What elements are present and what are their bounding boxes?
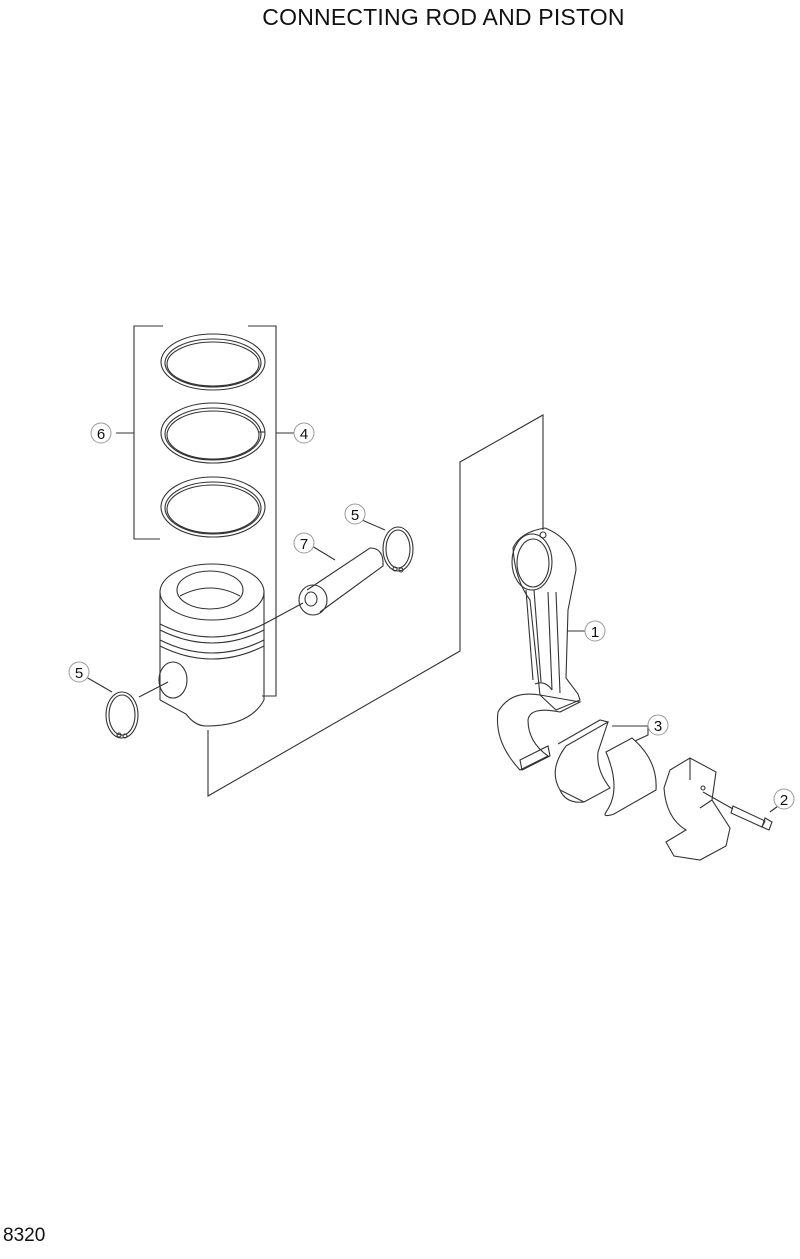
bearing-cap — [663, 757, 731, 861]
page-title: CONNECTING ROD AND PISTON — [262, 4, 625, 30]
assembly-line — [207, 414, 544, 797]
leader-7 — [311, 545, 336, 561]
callout-1[interactable]: 1 — [584, 620, 606, 642]
leader-pin-left — [138, 681, 169, 698]
svg-text:2: 2 — [780, 792, 788, 809]
piston-ring-2 — [160, 402, 266, 464]
leader-3 — [612, 725, 649, 742]
callout-5-left[interactable]: 5 — [68, 661, 90, 683]
svg-text:5: 5 — [75, 665, 83, 682]
callout-3[interactable]: 3 — [647, 714, 669, 736]
snap-ring-right — [382, 526, 414, 573]
leader-2 — [769, 805, 779, 813]
svg-text:4: 4 — [300, 426, 308, 443]
callout-5-right[interactable]: 5 — [344, 503, 366, 525]
callout-7[interactable]: 7 — [293, 532, 315, 554]
callout-6[interactable]: 6 — [90, 422, 112, 444]
svg-text:3: 3 — [654, 718, 662, 735]
bearing-shell-lower — [604, 737, 657, 817]
connecting-rod — [496, 527, 582, 771]
svg-text:1: 1 — [591, 624, 599, 641]
piston-pin — [298, 547, 384, 616]
snap-ring-left — [105, 691, 139, 739]
svg-text:7: 7 — [300, 536, 308, 553]
leader-pin-bracket — [263, 602, 304, 625]
bearing-shell-upper — [554, 719, 611, 803]
page-number: 8320 — [3, 1225, 46, 1246]
callout-4[interactable]: 4 — [293, 422, 315, 444]
connecting-rod-bolt — [702, 791, 773, 831]
piston-ring-3 — [160, 476, 266, 538]
callout-2[interactable]: 2 — [773, 788, 795, 810]
svg-text:6: 6 — [97, 426, 105, 443]
piston — [158, 563, 265, 727]
piston-ring-1 — [160, 333, 266, 391]
ring-bracket — [116, 325, 294, 697]
svg-text:5: 5 — [351, 507, 359, 524]
